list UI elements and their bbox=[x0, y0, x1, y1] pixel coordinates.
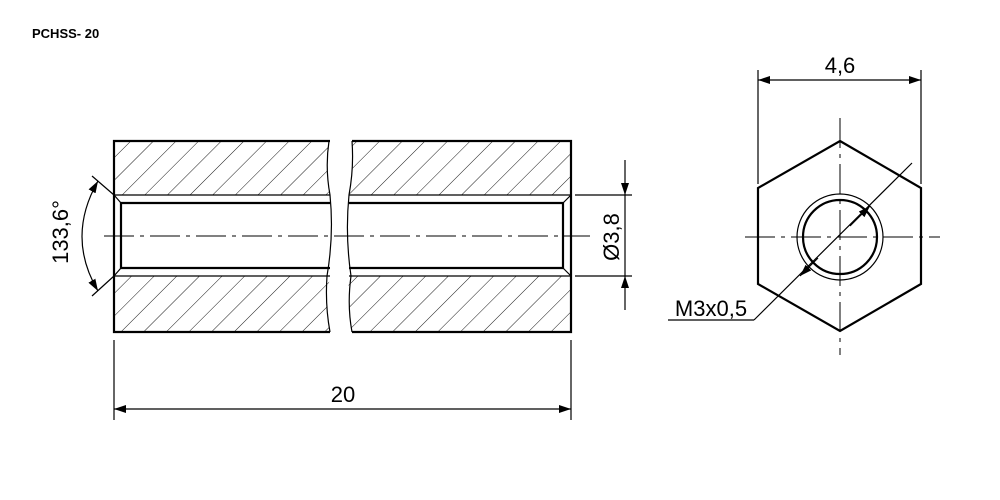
across-flats-label: 4,6 bbox=[825, 53, 856, 78]
hatched-wall-bottom-left bbox=[114, 276, 330, 332]
bore-right bbox=[349, 201, 565, 270]
hatched-wall-top-left bbox=[114, 141, 330, 195]
part-number: PCHSS- 20 bbox=[32, 26, 99, 41]
thread-label: M3x0,5 bbox=[675, 296, 747, 321]
angle-arc bbox=[81, 180, 99, 292]
chamfer-left bbox=[113, 194, 122, 277]
side-section-view: 20 Ø3,8 133,6° bbox=[48, 139, 632, 420]
hatched-wall-bottom-right bbox=[348, 276, 571, 332]
thread-leader-diagonal bbox=[753, 162, 913, 321]
break-line-left bbox=[325, 140, 333, 333]
length-label: 20 bbox=[331, 382, 355, 407]
end-hex-view: 4,6 M3x0,5 bbox=[668, 53, 940, 355]
chamfer-right bbox=[562, 194, 572, 277]
angle-label: 133,6° bbox=[48, 200, 73, 264]
thread-leader-arrow-2 bbox=[799, 257, 819, 277]
hatched-wall-top-right bbox=[349, 141, 571, 195]
thread-leader-arrow bbox=[849, 205, 871, 227]
bore-diameter-label: Ø3,8 bbox=[599, 213, 624, 261]
break-line-right bbox=[346, 140, 354, 333]
